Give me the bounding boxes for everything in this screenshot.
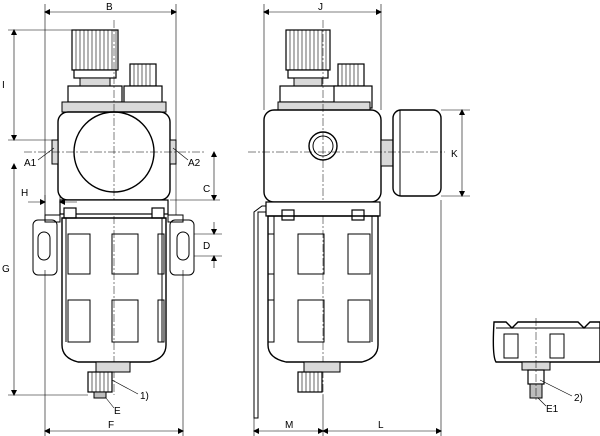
- dim-label-c: C: [203, 184, 210, 195]
- dim-label-i: I: [2, 80, 5, 91]
- side-bowl: [267, 215, 379, 363]
- label-e: E: [114, 406, 121, 417]
- front-bowl: [61, 217, 167, 363]
- dim-label-j: J: [318, 2, 323, 13]
- note-label-1: 1): [140, 391, 149, 402]
- detail-view: [492, 318, 600, 407]
- dim-label-m: M: [285, 420, 293, 431]
- port-label-a1: A1: [24, 158, 37, 169]
- side-view: [248, 4, 470, 436]
- note-label-2: 2): [574, 393, 583, 404]
- front-view: [8, 4, 222, 436]
- dim-label-f: F: [108, 420, 114, 431]
- lock-knob: [123, 63, 163, 107]
- dim-label-g: G: [2, 264, 10, 275]
- dim-label-h: H: [21, 188, 28, 199]
- dim-label-b: B: [106, 2, 113, 13]
- label-e1: E1: [546, 404, 559, 415]
- dim-label-d: D: [203, 241, 210, 252]
- dim-label-k: K: [451, 149, 458, 160]
- pressure-gauge: [392, 109, 442, 197]
- port-label-a2: A2: [188, 158, 201, 169]
- dim-label-l: L: [378, 420, 384, 431]
